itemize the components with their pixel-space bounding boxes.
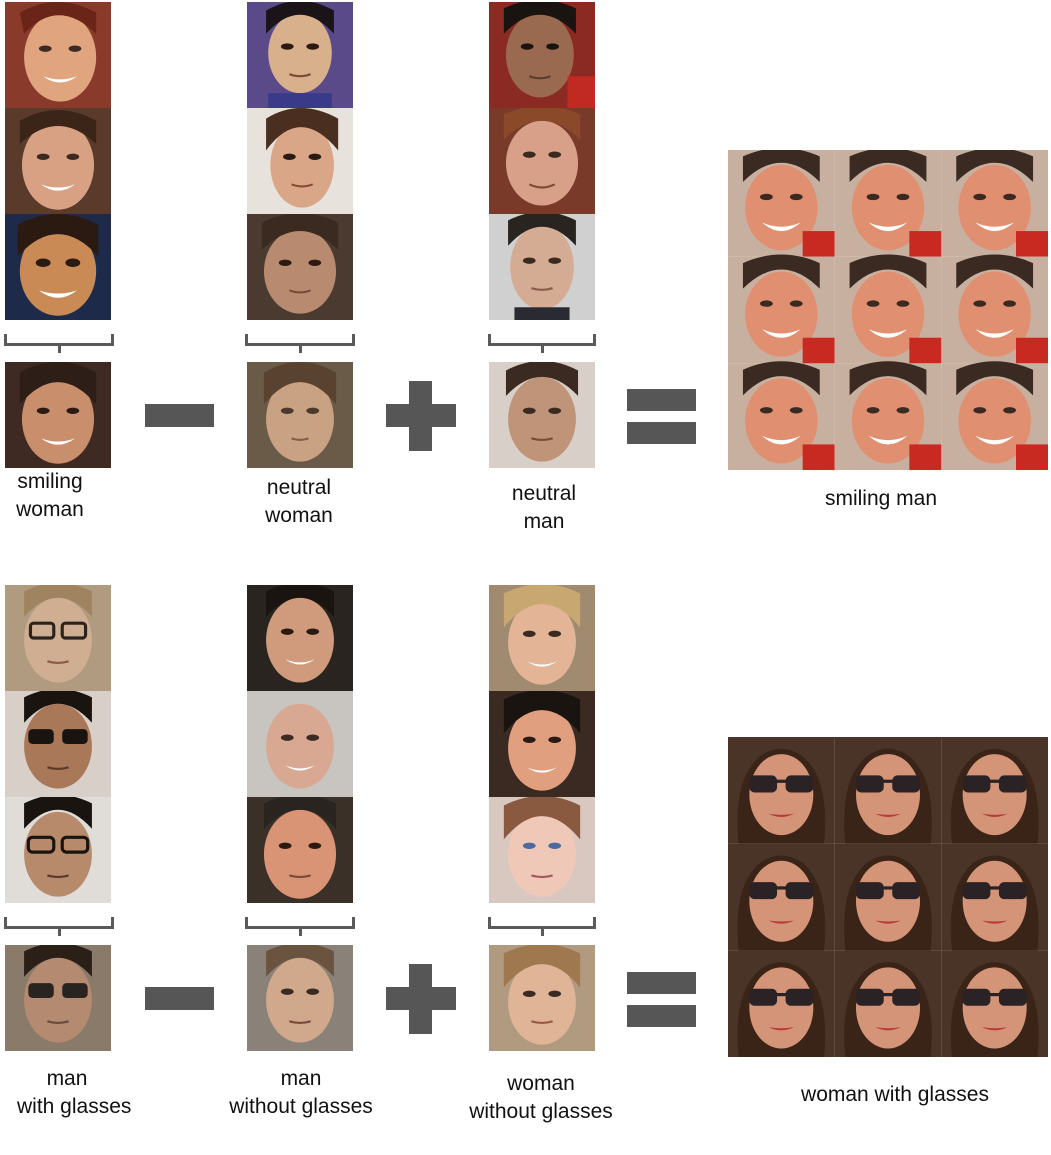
face-image xyxy=(5,945,111,1051)
minus-operator xyxy=(145,404,214,427)
face-image xyxy=(5,108,111,214)
plus-operator-vertical xyxy=(409,381,432,451)
face-image xyxy=(5,797,111,903)
equals-operator-top xyxy=(627,389,696,411)
face-image xyxy=(247,214,353,320)
group-bracket xyxy=(488,917,596,936)
face-image xyxy=(5,585,111,691)
group-bracket xyxy=(4,917,114,936)
face-image xyxy=(489,362,595,468)
group-bracket xyxy=(245,334,355,353)
face-image xyxy=(247,691,353,797)
result-label: woman with glasses xyxy=(801,1083,989,1106)
face-image xyxy=(489,797,595,903)
group-bracket xyxy=(245,917,355,936)
face-image xyxy=(489,2,595,108)
face-image xyxy=(247,108,353,214)
face-image xyxy=(489,945,595,1051)
face-image xyxy=(5,214,111,320)
face-image xyxy=(489,585,595,691)
group-bracket xyxy=(4,334,114,353)
face-image xyxy=(247,362,353,468)
face-image xyxy=(5,2,111,108)
face-image xyxy=(489,214,595,320)
plus-operator-vertical xyxy=(409,964,432,1034)
face-image xyxy=(5,691,111,797)
face-image xyxy=(247,797,353,903)
face-image xyxy=(247,2,353,108)
equals-operator-bottom xyxy=(627,422,696,444)
face-image xyxy=(489,108,595,214)
minus-operator xyxy=(145,987,214,1010)
face-image xyxy=(247,945,353,1051)
equals-operator-bottom xyxy=(627,1005,696,1027)
result-label: smiling man xyxy=(824,487,938,510)
face-image xyxy=(5,362,111,468)
face-image xyxy=(489,691,595,797)
result-grid xyxy=(728,737,1048,1057)
group-bracket xyxy=(488,334,596,353)
face-image xyxy=(247,585,353,691)
equals-operator-top xyxy=(627,972,696,994)
result-grid xyxy=(728,150,1048,470)
